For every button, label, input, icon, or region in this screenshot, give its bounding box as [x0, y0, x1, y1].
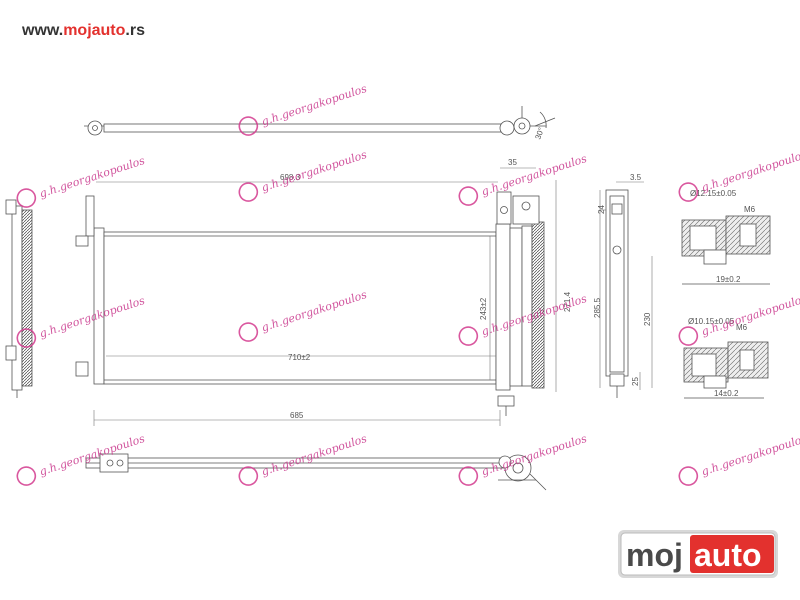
watermark-logo-icon [238, 182, 259, 202]
site-url-prefix: www. [22, 22, 64, 39]
georgakopoulos-watermark: g.h.georgakopoulos [238, 148, 369, 202]
top-mounting-bar [84, 106, 556, 136]
dim-side-top-gap: 24 [597, 205, 606, 214]
site-url-brand: mojauto [63, 22, 126, 39]
logo-text-part1: moj [626, 537, 683, 573]
watermark-text: g.h.georgakopoulos [260, 148, 369, 194]
watermark-logo-icon [458, 186, 479, 206]
watermark-logo-icon [238, 116, 259, 136]
watermark-logo-icon [16, 328, 37, 348]
dim-side-top-offset: 3.5 [630, 173, 642, 182]
dim-total-width: 685 [290, 411, 304, 420]
watermark-logo-icon [678, 182, 699, 202]
dim-top-bracket-angle: 30° [533, 126, 546, 140]
dim-outer-height: 271.4 [563, 291, 572, 312]
watermark-text: g.h.georgakopoulos [700, 432, 800, 478]
bottom-mounting-bar [85, 453, 547, 491]
dim-side-bottom: 25 [631, 377, 640, 386]
dim-fitting1-depth: 19±0.2 [716, 275, 741, 284]
watermark-logo-icon [16, 466, 37, 486]
condenser-front-view [75, 191, 545, 416]
watermark-text: g.h.georgakopoulos [700, 148, 800, 194]
georgakopoulos-watermark: g.h.georgakopoulos [678, 432, 800, 486]
dim-inner-width: 710±2 [288, 353, 311, 362]
dim-upper-span: 698.3 [280, 173, 301, 182]
watermark-logo-icon [678, 466, 699, 486]
fitting-section-1 [681, 215, 771, 285]
georgakopoulos-watermark: g.h.georgakopoulos [16, 154, 147, 208]
mojauto-logo: moj auto [618, 530, 778, 578]
watermark-text: g.h.georgakopoulos [38, 154, 147, 200]
dim-fitting2-depth: 14±0.2 [714, 389, 739, 398]
watermark-logo-icon [458, 326, 479, 346]
watermark-logo-icon [678, 326, 699, 346]
watermark-logo-icon [458, 466, 479, 486]
dim-fitting1-thread: M6 [744, 205, 756, 214]
dim-core-height: 243±2 [479, 297, 488, 320]
dim-fitting2-thread: M6 [736, 323, 748, 332]
site-url[interactable]: www.mojauto.rs [22, 22, 145, 40]
logo-text-part2: auto [694, 537, 762, 573]
logo-accent-box [690, 535, 774, 573]
dim-side-mid: 230 [643, 312, 652, 326]
watermark-text: g.h.georgakopoulos [38, 432, 147, 478]
left-side-view [5, 199, 33, 398]
fitting-section-2 [683, 341, 769, 399]
site-url-suffix: .rs [125, 22, 145, 39]
watermark-text: g.h.georgakopoulos [260, 432, 369, 478]
watermark-text: g.h.georgakopoulos [700, 292, 800, 338]
right-side-view [605, 189, 629, 398]
watermark-logo-icon [238, 466, 259, 486]
watermark-text: g.h.georgakopoulos [480, 152, 589, 198]
dim-fitting2-bore: Ø10.15±0.05 [688, 317, 735, 326]
dim-side-total: 285.5 [593, 297, 602, 318]
dim-fitting1-bore: Ø12.15±0.05 [690, 189, 737, 198]
watermark-logo-icon [238, 322, 259, 342]
watermark-text: g.h.georgakopoulos [260, 82, 369, 128]
dim-top-offset: 35 [508, 158, 517, 167]
watermark-text: g.h.georgakopoulos [480, 432, 589, 478]
watermark-logo-icon [16, 188, 37, 208]
